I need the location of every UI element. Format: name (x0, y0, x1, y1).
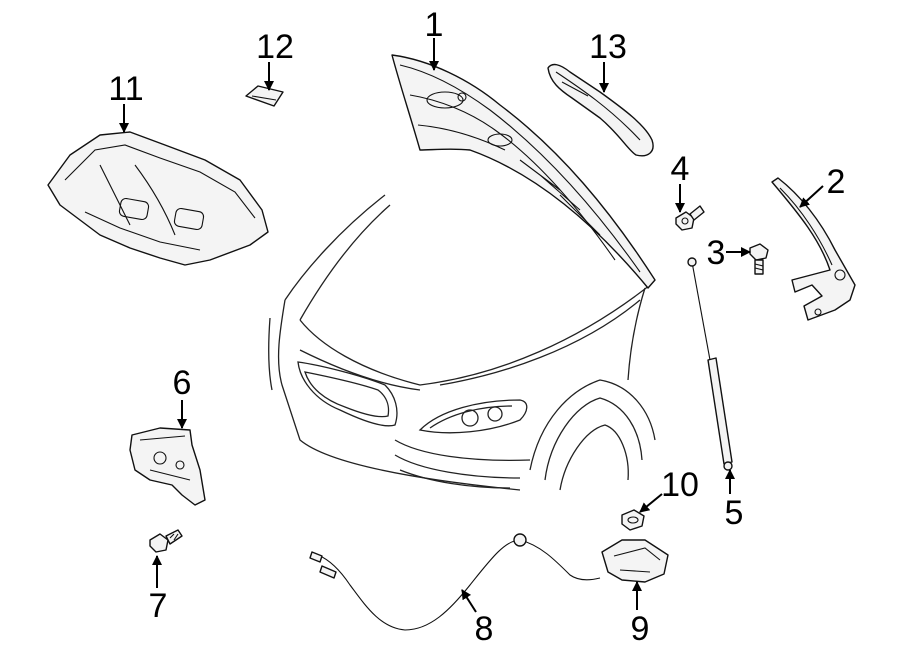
release-cable[interactable] (309, 533, 601, 631)
callout-10: 10 (661, 466, 699, 504)
callout-6: 6 (173, 364, 192, 402)
vehicle-front-outline (268, 194, 656, 491)
callout-4: 4 (671, 150, 690, 188)
hood-insulator[interactable] (47, 131, 269, 266)
callout-7: 7 (149, 587, 168, 625)
hinge-bolt[interactable] (749, 243, 769, 275)
leader-lines (119, 38, 824, 613)
callout-1: 1 (425, 6, 444, 44)
hood-panel[interactable] (391, 54, 656, 289)
callout-2: 2 (827, 163, 846, 201)
callout-5: 5 (725, 494, 744, 532)
hood-seal[interactable] (547, 63, 654, 157)
callout-11: 11 (108, 70, 143, 108)
latch-bolt[interactable] (149, 529, 183, 553)
callout-12: 12 (256, 28, 294, 66)
callout-8: 8 (475, 610, 494, 648)
callout-9: 9 (631, 610, 650, 648)
hood-bolt[interactable] (675, 205, 705, 231)
release-handle[interactable] (601, 539, 669, 583)
callout-13: 13 (589, 28, 627, 66)
hood-nut[interactable] (621, 509, 645, 531)
insulator-clip[interactable] (245, 85, 284, 107)
callout-labels: 1 2 3 4 5 6 7 8 9 10 11 12 13 (108, 6, 845, 648)
hood-support-strut[interactable] (687, 257, 733, 471)
callout-3: 3 (707, 234, 726, 272)
hood-latch[interactable] (129, 427, 206, 506)
